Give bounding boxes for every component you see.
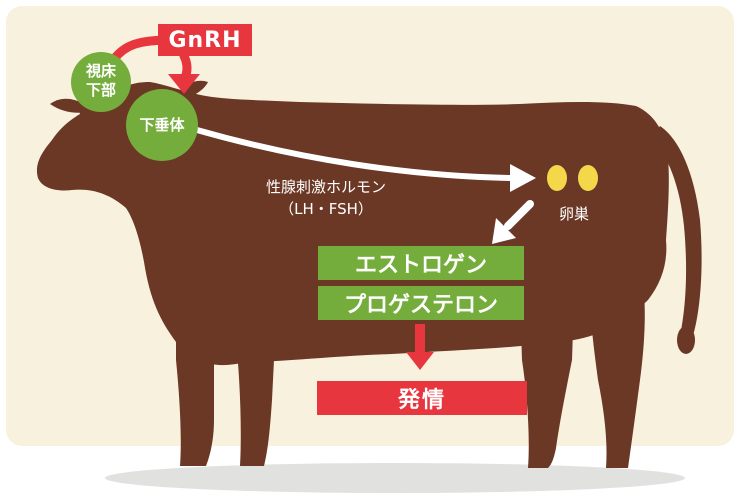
estrogen-label: エストロゲン <box>354 253 487 278</box>
pituitary-to-ovary-arrow <box>187 125 513 181</box>
ovary-to-hormones-arrow <box>504 200 534 230</box>
gnrh-label: GnRH <box>168 27 242 53</box>
hormones-to-estrus-shaft <box>415 324 425 356</box>
hypothalamus-node <box>71 52 131 112</box>
ovary-dot-right <box>578 165 598 191</box>
hypothalamus-label: 視床 下部 <box>85 62 116 99</box>
gnrh-label-box: GnRH <box>158 24 252 56</box>
gnrh-arrowhead <box>168 74 200 94</box>
pituitary-to-ovary-arrowhead <box>510 164 536 192</box>
progesterone-label: プロゲステロン <box>343 293 498 318</box>
gonadotropin-line2: （LH・FSH） <box>279 200 373 218</box>
cow-shadow <box>105 463 685 493</box>
ovary-to-hormones-arrowhead <box>492 218 516 244</box>
pituitary-node <box>126 89 198 161</box>
hormones-to-estrus-arrowhead <box>406 352 434 370</box>
pituitary-label: 下垂体 <box>139 116 185 134</box>
gonadotropin-label: 性腺刺激ホルモン （LH・FSH） <box>246 176 406 220</box>
estrus-label: 発情 <box>397 388 446 413</box>
gonadotropin-line1: 性腺刺激ホルモン <box>265 178 386 196</box>
estrus-box: 発情 <box>317 381 527 415</box>
ovary-label: 卵巣 <box>558 205 589 223</box>
ovary-dot-left <box>547 165 567 191</box>
progesterone-box: プロゲステロン <box>318 286 524 320</box>
estrogen-box: エストロゲン <box>318 246 524 280</box>
